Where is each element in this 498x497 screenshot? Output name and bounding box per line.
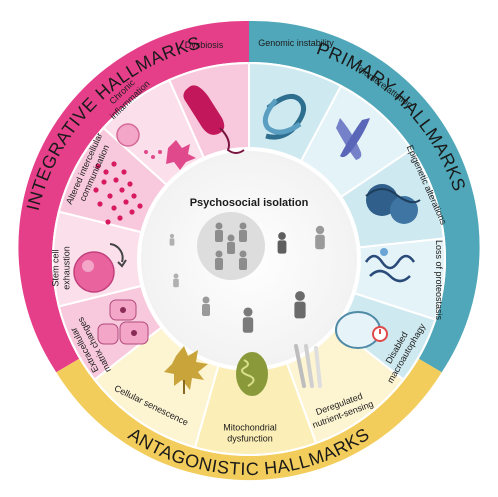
signal-dot [105,219,111,225]
signal-dot [121,169,127,175]
person-icon [239,222,247,242]
dna-helix-icon [262,93,307,140]
center-title: Psychosocial isolation [190,197,309,209]
label-line: Genomic instability [258,38,334,48]
signal-dot [131,193,137,199]
label-line: Dysbiosis [185,40,224,50]
bacterium-icon [183,85,245,154]
label-genomic-instability: Genomic instability [258,38,334,48]
baby-icon [173,273,179,288]
signal-dot [129,209,135,215]
chromosome-icon [336,118,370,160]
label-line: Stem cell [51,249,61,286]
tissue-matrix-icon [97,299,149,345]
dried-leaf-icon [164,346,208,394]
signal-dot [111,205,117,211]
person-icon [227,234,235,254]
signal-dots-icon [93,161,143,225]
infant-icon [169,233,175,246]
signal-dot [107,193,113,199]
signal-dot [95,163,101,169]
cutlery-icon [294,344,322,388]
signal-dot [137,203,143,209]
signal-dot [113,177,119,183]
signal-dot [97,201,103,207]
label-line: dysfunction [227,434,273,444]
ring-divider [52,62,446,456]
signal-dot [127,181,133,187]
signal-dot [111,161,117,167]
inflammation-cell-icon [116,123,196,170]
signal-dot [119,187,125,193]
signal-dot [123,199,129,205]
label-line: Mitochondrial [223,423,277,433]
hallmark-icons [73,85,421,396]
elderly-person-icon [315,225,325,250]
signal-dot [103,169,109,175]
people-group-icon [169,212,325,333]
label-loss-of-proteostasis: Loss of proteostasis [434,240,444,321]
label-dysbiosis: Dysbiosis [185,40,224,50]
signal-dot [117,215,123,221]
person-icon [242,307,254,333]
person-icon [294,291,306,319]
label-line: exhaustion [62,246,72,290]
mitochondrion-icon [236,352,268,396]
person-icon [239,250,247,270]
nucleosome-icon [365,184,421,224]
child-person-icon [202,296,210,316]
person-icon [215,222,223,242]
label-stem-cell-exhaustion: Stem cellexhaustion [51,246,72,290]
person-icon [215,250,223,270]
signal-dot [93,187,99,193]
protein-fold-icon [364,248,416,283]
autophagosome-icon [335,311,388,349]
person-icon [277,232,287,254]
signal-dot [101,179,107,185]
label-line: Loss of proteostasis [434,240,444,321]
stem-cell-icon [73,243,127,293]
